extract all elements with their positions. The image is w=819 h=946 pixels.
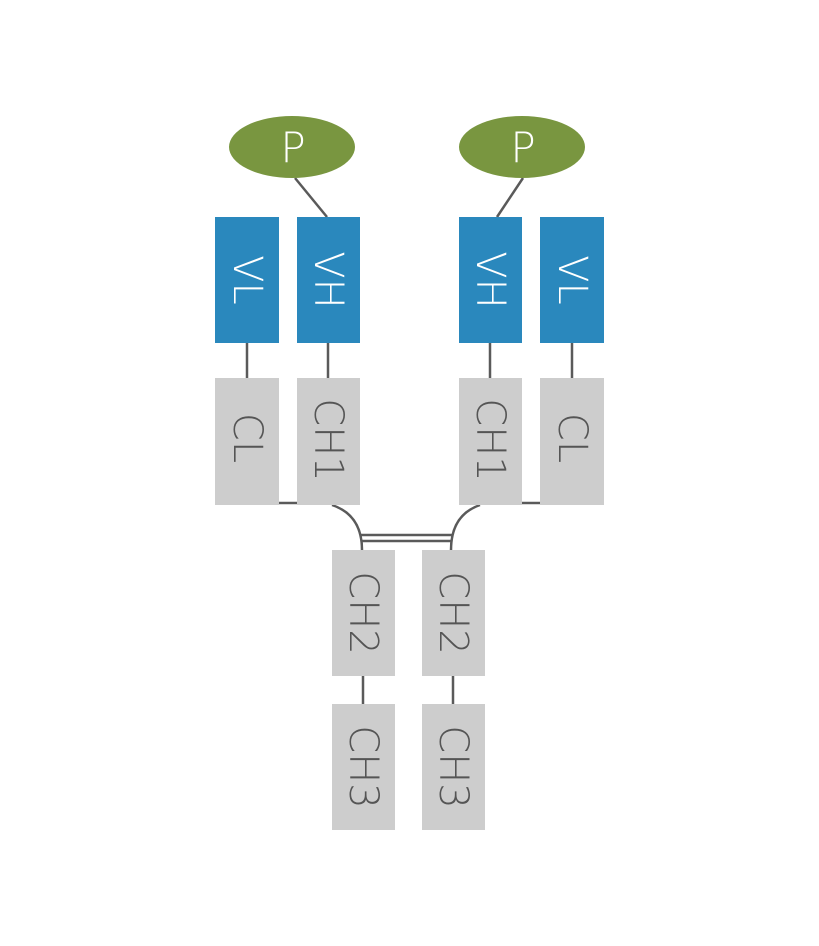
domain-box — [297, 217, 360, 343]
domain-ch3-left: CH3 — [332, 704, 395, 830]
domain-cl-right: CL — [540, 378, 604, 505]
domain-box — [215, 378, 279, 505]
hinge-right — [449, 503, 481, 551]
domain-vh-right: VH — [459, 217, 522, 343]
domain-label: VH — [467, 251, 513, 308]
domain-box — [540, 217, 604, 343]
domain-ch1-right: CH1 — [459, 378, 522, 505]
payload-ellipse — [459, 116, 585, 178]
domain-label: CH2 — [340, 571, 386, 654]
domain-label: VH — [305, 251, 351, 308]
domain-box — [459, 217, 522, 343]
domain-label: CH2 — [430, 571, 476, 654]
payload-ellipse — [229, 116, 355, 178]
domain-ch3-right: CH3 — [422, 704, 485, 830]
domain-box — [332, 550, 395, 676]
linker-right — [495, 177, 525, 218]
domain-box — [459, 378, 522, 505]
domain-label: CH3 — [340, 725, 386, 808]
domain-ch2-left: CH2 — [332, 550, 395, 676]
domain-label: CH3 — [430, 725, 476, 808]
domain-label: VL — [549, 255, 595, 305]
domain-box — [422, 550, 485, 676]
domain-ch2-right: CH2 — [422, 550, 485, 676]
domain-vh-left: VH — [297, 217, 360, 343]
payload-label: P — [280, 123, 305, 172]
domain-cl-left: CL — [215, 378, 279, 505]
domain-label: CL — [224, 413, 270, 463]
domain-box — [422, 704, 485, 830]
payload-left: P — [229, 116, 355, 178]
linker-left — [294, 177, 328, 218]
connectors — [245, 177, 574, 704]
domain-box — [297, 378, 360, 505]
payload-label: P — [510, 123, 535, 172]
domain-box — [332, 704, 395, 830]
domain-ch1-left: CH1 — [297, 378, 360, 505]
hinge-left — [331, 503, 364, 551]
domain-label: VL — [224, 255, 270, 305]
payload-right: P — [459, 116, 585, 178]
domain-box — [540, 378, 604, 505]
domain-label: CH1 — [467, 398, 513, 481]
domain-label: CL — [549, 413, 595, 463]
domain-vl-left: VL — [215, 217, 279, 343]
domain-vl-right: VL — [540, 217, 604, 343]
domain-box — [215, 217, 279, 343]
domain-label: CH1 — [305, 398, 351, 481]
